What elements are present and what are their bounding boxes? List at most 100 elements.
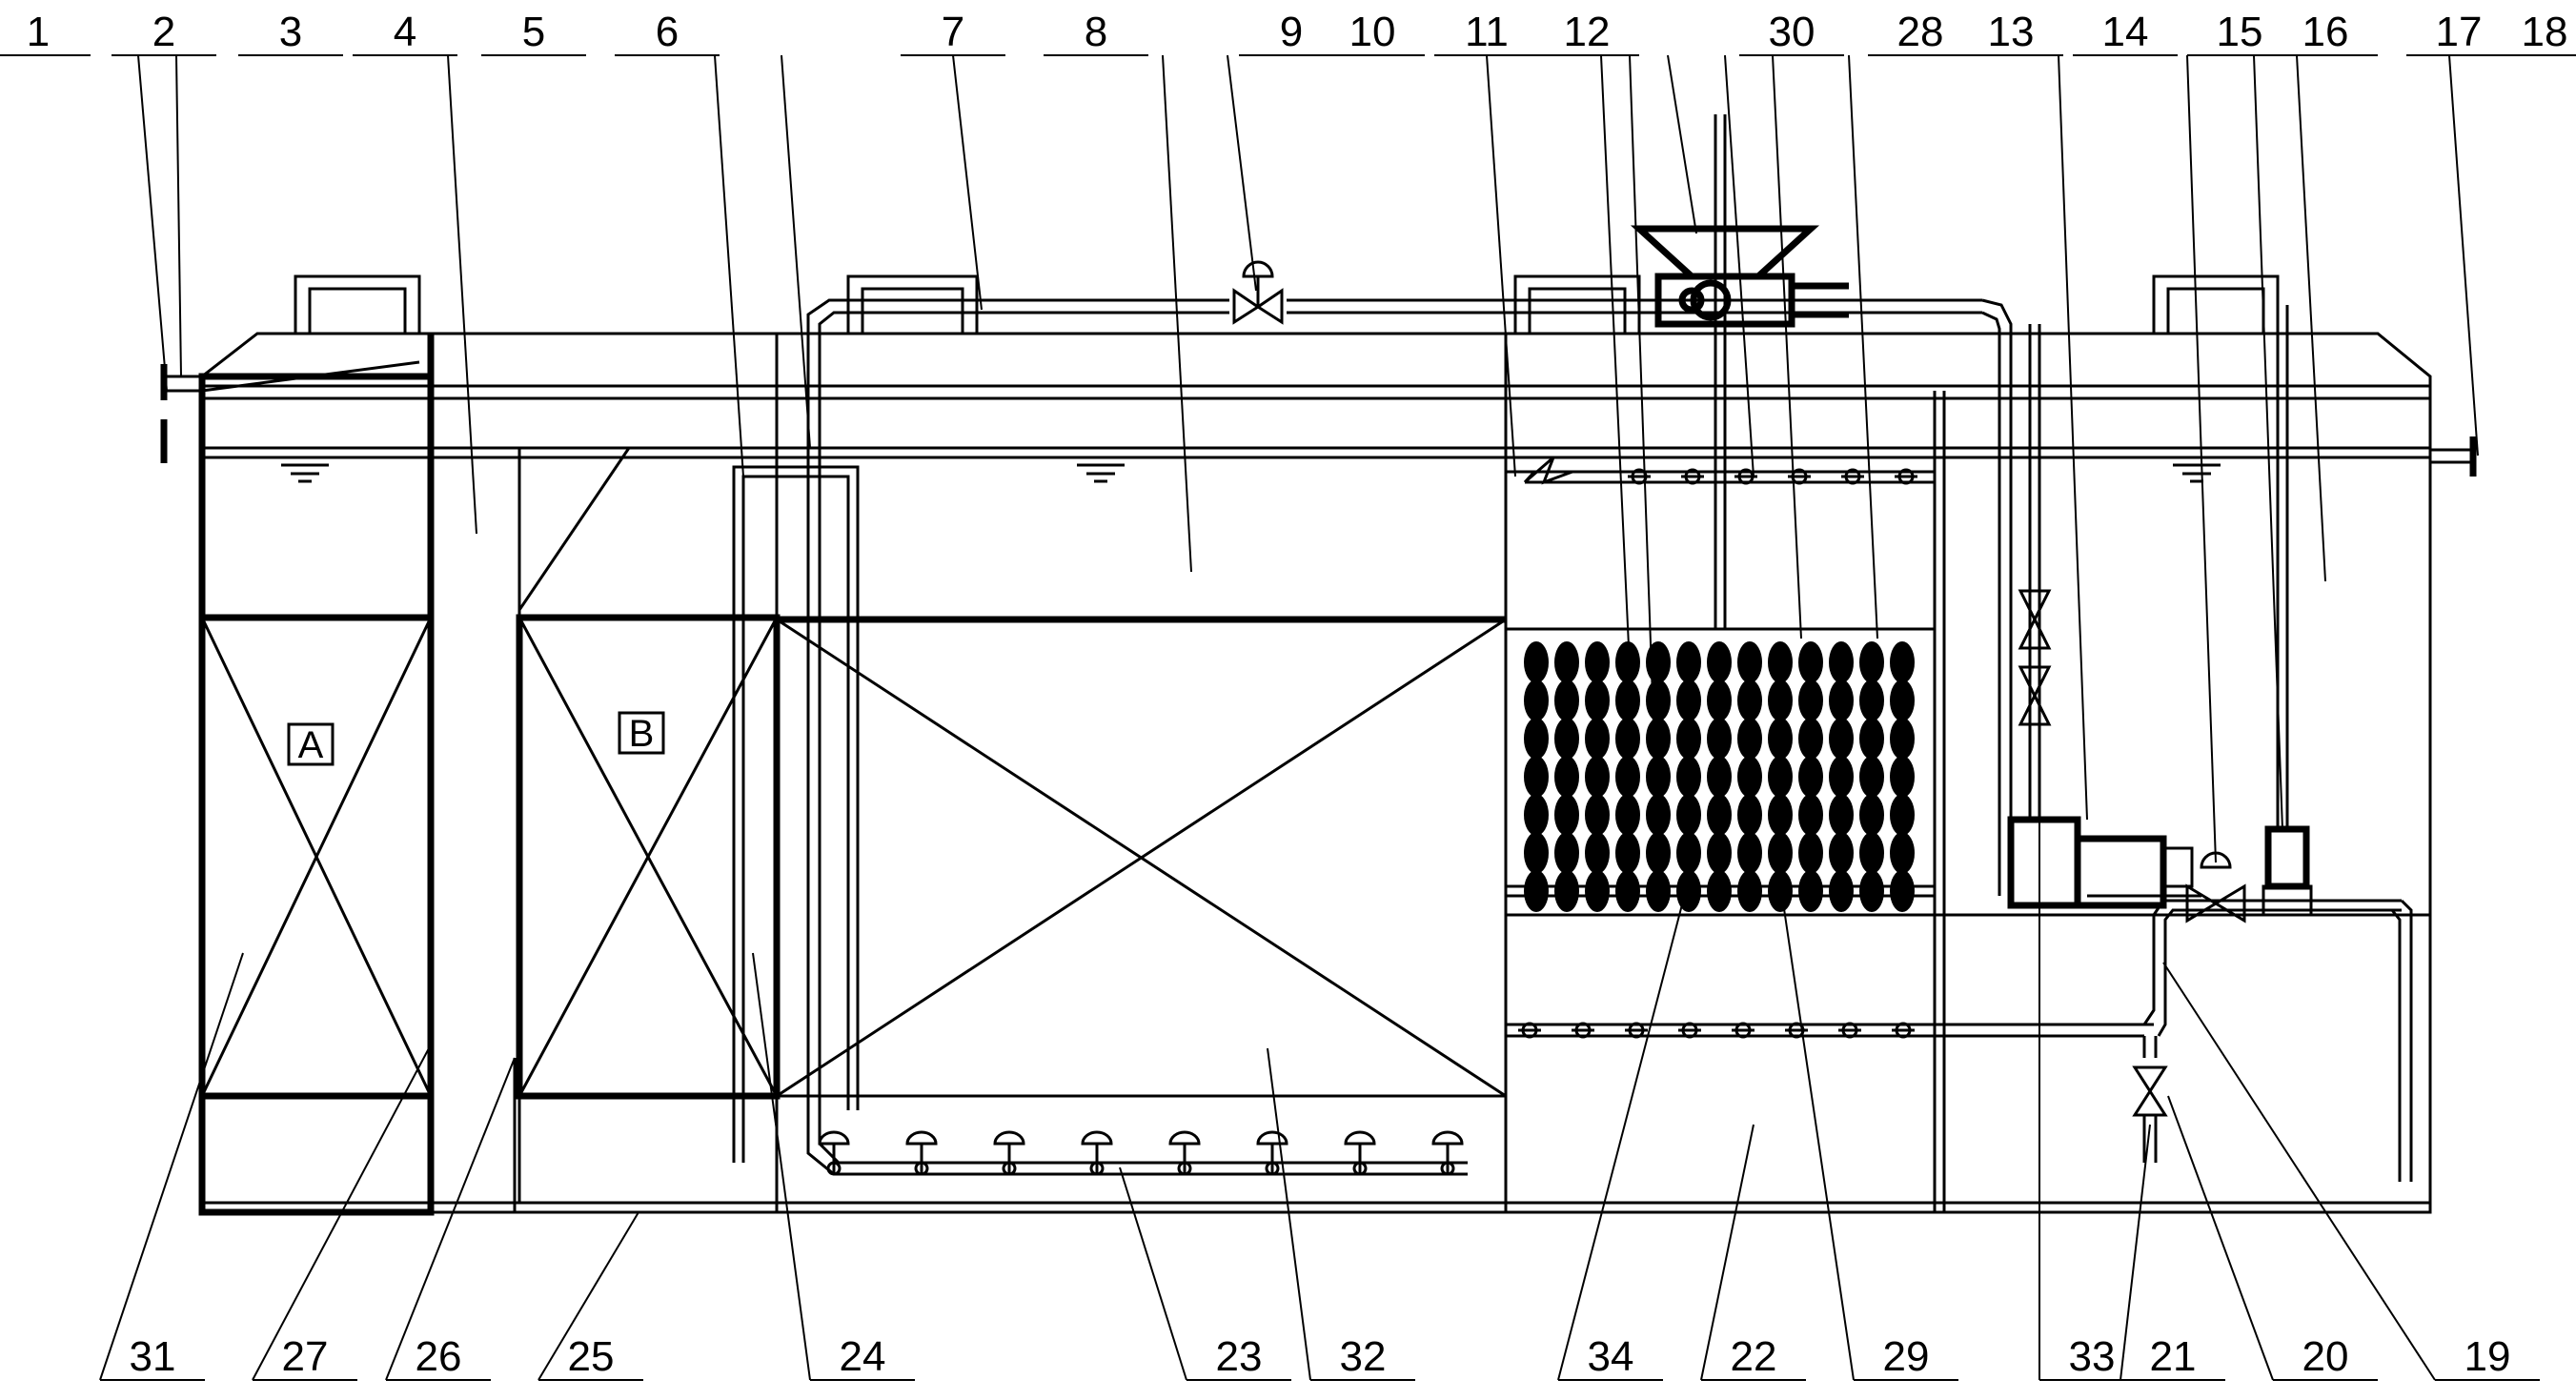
media-element xyxy=(1524,680,1549,721)
media-element xyxy=(1554,756,1579,798)
media-element xyxy=(1646,870,1671,912)
media-element xyxy=(1524,718,1549,760)
aerator-heads xyxy=(818,1130,1464,1176)
media-element xyxy=(1890,870,1915,912)
media-element xyxy=(1829,870,1854,912)
media-element xyxy=(1707,718,1732,760)
media-element xyxy=(1829,718,1854,760)
media-element xyxy=(1890,641,1915,683)
callout-label: 9 xyxy=(1280,9,1303,55)
callout-label: 22 xyxy=(1731,1333,1777,1380)
callout-label: 1 xyxy=(27,9,50,55)
media-element xyxy=(1859,641,1884,683)
media-element xyxy=(1615,756,1640,798)
reactor-zone xyxy=(776,616,1507,1098)
zone-a-label: A xyxy=(298,724,324,766)
callout-label: 10 xyxy=(1349,9,1396,55)
callout-label: 7 xyxy=(942,9,964,55)
callout-label: 21 xyxy=(2150,1333,2197,1380)
media-element xyxy=(1615,832,1640,874)
media-element xyxy=(1768,641,1793,683)
water-level-marks xyxy=(281,463,2221,483)
media-element xyxy=(1829,756,1854,798)
media-element xyxy=(1829,832,1854,874)
media-element xyxy=(1737,641,1762,683)
media-element xyxy=(1554,794,1579,836)
zone-b-label: B xyxy=(629,713,655,755)
media-element xyxy=(1798,832,1823,874)
media-element xyxy=(1615,718,1640,760)
media-element xyxy=(1859,756,1884,798)
air-supply-pipe xyxy=(982,298,2013,896)
media-zone xyxy=(1506,627,2430,917)
media-element xyxy=(1646,794,1671,836)
media-element xyxy=(1737,794,1762,836)
media-element xyxy=(1829,794,1854,836)
callout-label: 4 xyxy=(394,9,416,55)
pump-icon xyxy=(2007,816,2201,909)
media-element xyxy=(1707,794,1732,836)
media-element xyxy=(1890,832,1915,874)
media-element xyxy=(1707,756,1732,798)
media-element xyxy=(1585,718,1610,760)
media-element xyxy=(1707,832,1732,874)
callout-label: 18 xyxy=(2522,9,2568,55)
media-element xyxy=(1554,718,1579,760)
media-element xyxy=(1798,680,1823,721)
callout-label: 3 xyxy=(279,9,302,55)
media-element xyxy=(1676,794,1701,836)
media-element xyxy=(1646,641,1671,683)
callout-label: 26 xyxy=(416,1333,462,1380)
media-element xyxy=(1524,832,1549,874)
media-element xyxy=(1676,832,1701,874)
media-element xyxy=(1676,756,1701,798)
media-element xyxy=(1859,680,1884,721)
callout-label: 12 xyxy=(1564,9,1611,55)
media-element xyxy=(1554,870,1579,912)
media-ovals xyxy=(1524,641,1915,912)
media-element xyxy=(1768,832,1793,874)
media-element xyxy=(1524,794,1549,836)
media-element xyxy=(1646,718,1671,760)
callout-label: 6 xyxy=(656,9,679,55)
riser-pipes xyxy=(732,298,1468,1176)
callout-label: 19 xyxy=(2464,1333,2511,1380)
media-element xyxy=(1798,870,1823,912)
media-element xyxy=(1676,680,1701,721)
media-element xyxy=(1676,718,1701,760)
media-element xyxy=(1615,641,1640,683)
callout-label: 24 xyxy=(840,1333,886,1380)
media-element xyxy=(1798,756,1823,798)
media-element xyxy=(1859,870,1884,912)
callout-label: 27 xyxy=(282,1333,329,1380)
media-element xyxy=(1646,756,1671,798)
media-element xyxy=(1890,756,1915,798)
media-element xyxy=(1585,641,1610,683)
media-element xyxy=(1798,641,1823,683)
media-element xyxy=(1585,870,1610,912)
callout-label: 23 xyxy=(1216,1333,1263,1380)
callout-label: 31 xyxy=(130,1333,176,1380)
media-element xyxy=(1768,756,1793,798)
media-element xyxy=(1554,641,1579,683)
media-element xyxy=(1890,794,1915,836)
media-element xyxy=(1829,641,1854,683)
media-element xyxy=(1768,870,1793,912)
callout-label: 5 xyxy=(522,9,545,55)
media-element xyxy=(1615,680,1640,721)
media-element xyxy=(1737,718,1762,760)
aerator-head xyxy=(1168,1130,1201,1146)
diffuser-pipes xyxy=(1506,456,2154,1039)
callout-label: 8 xyxy=(1085,9,1107,55)
media-element xyxy=(1585,680,1610,721)
media-element xyxy=(1798,794,1823,836)
media-element xyxy=(1890,680,1915,721)
media-element xyxy=(1554,680,1579,721)
callout-label: 29 xyxy=(1883,1333,1930,1380)
callout-label: 25 xyxy=(568,1333,615,1380)
callout-label: 20 xyxy=(2302,1333,2349,1380)
media-element xyxy=(1768,680,1793,721)
media-element xyxy=(1768,718,1793,760)
media-element xyxy=(1524,870,1549,912)
